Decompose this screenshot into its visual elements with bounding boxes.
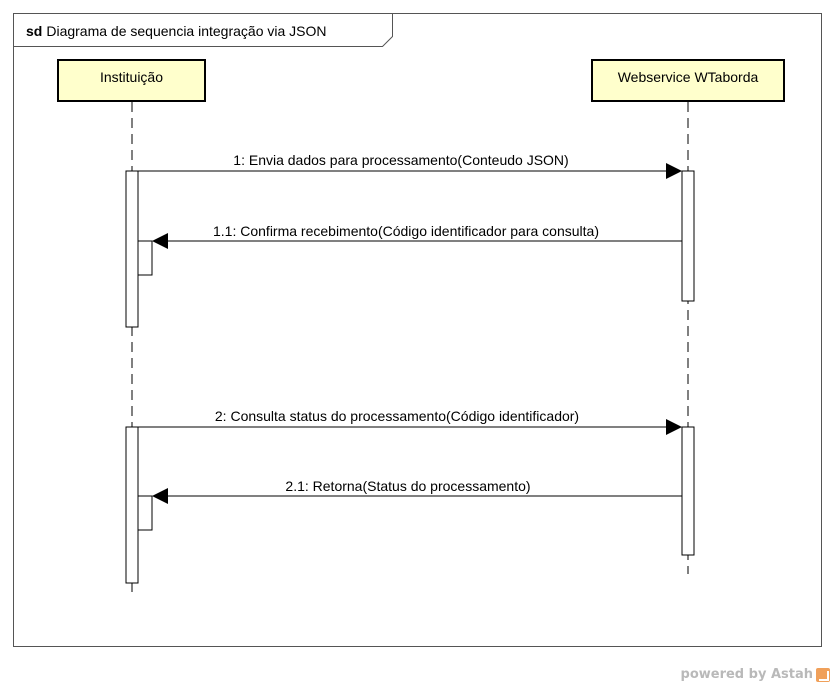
activation-instituicao-1 [125, 170, 139, 328]
message-1-label: 1: Envia dados para processamento(Conteu… [233, 152, 568, 168]
activation-instituicao-2-nested [137, 495, 153, 531]
message-1-arrowhead [666, 163, 682, 179]
message-1-1-arrowhead [152, 233, 168, 249]
frame-title-tab [13, 13, 393, 47]
message-2-label: 2: Consulta status do processamento(Códi… [215, 408, 579, 424]
message-2-arrowhead [666, 419, 682, 435]
lifeline-head-webservice [591, 59, 785, 102]
lifeline-label-webservice: Webservice WTaborda [618, 69, 759, 85]
message-2-1-label: 2.1: Retorna(Status do processamento) [285, 478, 530, 494]
message-1-1-label: 1.1: Confirma recebimento(Código identif… [213, 223, 599, 239]
lifeline-label-instituicao: Instituição [100, 69, 163, 85]
message-2-1-arrowhead [152, 488, 168, 504]
astah-logo-icon [816, 667, 830, 682]
watermark-text: powered by Astah [680, 667, 813, 682]
astah-watermark: powered by Astah [681, 667, 830, 682]
activation-instituicao-1-nested [137, 240, 153, 276]
activation-instituicao-2 [125, 426, 139, 584]
activation-webservice-1 [681, 170, 695, 302]
activation-webservice-2 [681, 426, 695, 556]
lifeline-head-instituicao [57, 59, 206, 102]
